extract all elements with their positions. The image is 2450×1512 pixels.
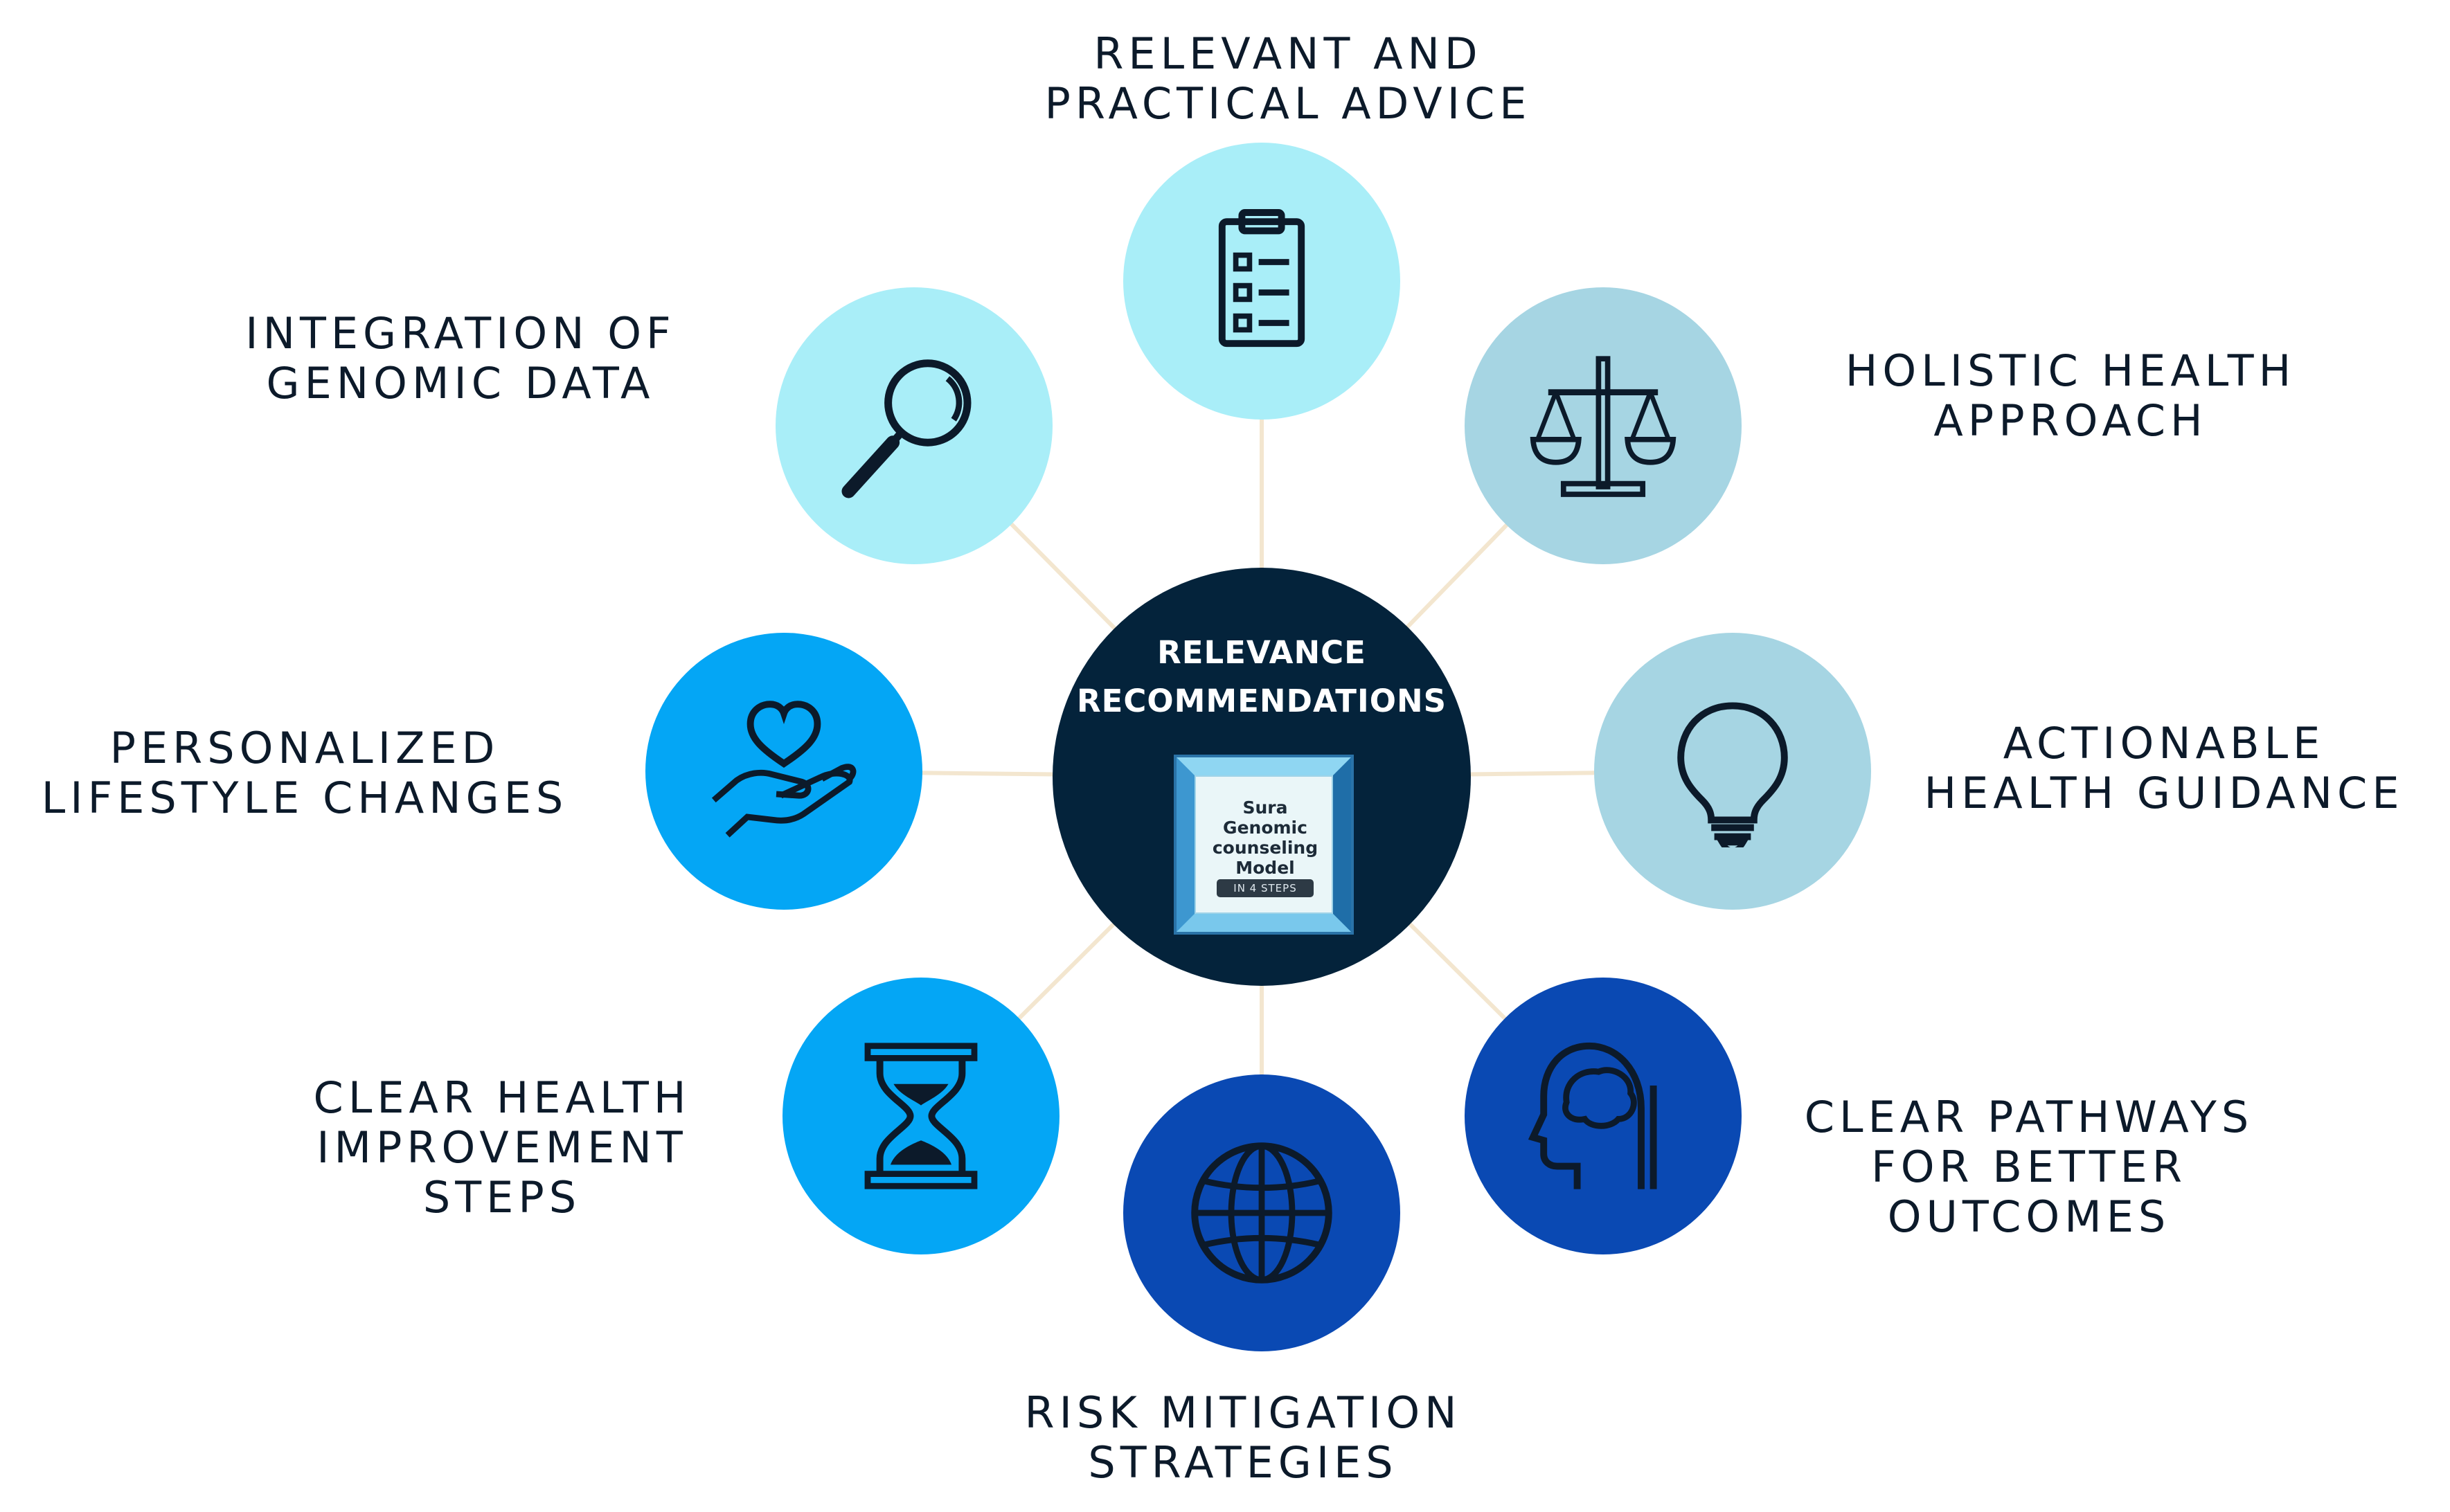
book-line-2: Genomic bbox=[1223, 818, 1307, 838]
label-line: HOLISTIC HEALTH bbox=[1845, 345, 2296, 396]
label-line: PRACTICAL ADVICE bbox=[1044, 78, 1532, 129]
hub-title: RELEVANCE RECOMMENDATIONS bbox=[1053, 629, 1471, 726]
book-line-4: Model bbox=[1235, 858, 1295, 878]
hub-title-line-1: RELEVANCE bbox=[1157, 634, 1366, 671]
node-holistic-health-approach bbox=[1465, 287, 1742, 564]
node-relevant-practical-advice bbox=[1123, 143, 1400, 420]
label-line: ACTIONABLE bbox=[2003, 718, 2325, 768]
balance-scale-icon bbox=[1530, 356, 1676, 497]
node-personalized-lifestyle-changes bbox=[645, 633, 922, 910]
label-line: STRATEGIES bbox=[1088, 1437, 1398, 1488]
node-risk-mitigation-strategies bbox=[1123, 1074, 1400, 1351]
label-line: RELEVANT AND bbox=[1093, 28, 1483, 79]
label-line: IMPROVEMENT bbox=[316, 1122, 688, 1173]
book-line-3: counseling bbox=[1212, 838, 1318, 858]
node-clear-pathways-better-outcomes bbox=[1465, 978, 1742, 1254]
model-book-cover: Sura Genomic counseling Model IN 4 STEPS bbox=[1174, 755, 1354, 935]
label-line: OUTCOMES bbox=[1887, 1191, 2171, 1242]
node-clear-health-improvement-steps bbox=[783, 978, 1059, 1254]
label-line: RISK MITIGATION bbox=[1024, 1387, 1462, 1438]
label-line: FOR BETTER bbox=[1871, 1142, 2187, 1192]
label-line: CLEAR HEALTH bbox=[313, 1072, 691, 1123]
book-bevel-icon bbox=[1177, 757, 1351, 932]
clipboard-checklist-icon bbox=[1218, 209, 1305, 348]
magnifying-glass-icon bbox=[841, 359, 972, 498]
label-line: HEALTH GUIDANCE bbox=[1924, 768, 2404, 818]
hub-circle: RELEVANCE RECOMMENDATIONS Sura Genomic c… bbox=[1053, 568, 1471, 986]
label-line: INTEGRATION OF bbox=[245, 308, 676, 359]
book-line-1: Sura bbox=[1242, 798, 1288, 818]
node-integration-genomic-data bbox=[776, 287, 1053, 564]
label-line: CLEAR PATHWAYS bbox=[1804, 1092, 2254, 1142]
hub-title-line-2: RECOMMENDATIONS bbox=[1076, 683, 1447, 719]
label-line: LIFESTYLE CHANGES bbox=[41, 773, 569, 823]
globe-icon bbox=[1191, 1142, 1332, 1284]
book-inner-panel: Sura Genomic counseling Model IN 4 STEPS bbox=[1195, 775, 1333, 914]
light-bulb-icon bbox=[1677, 702, 1788, 847]
label-line: APPROACH bbox=[1933, 395, 2208, 446]
node-actionable-health-guidance bbox=[1594, 633, 1871, 910]
book-title: Sura Genomic counseling Model bbox=[1196, 798, 1334, 878]
label-line: STEPS bbox=[422, 1172, 582, 1223]
hourglass-icon bbox=[864, 1043, 978, 1189]
book-badge: IN 4 STEPS bbox=[1217, 879, 1314, 897]
label-line: PERSONALIZED bbox=[109, 723, 500, 773]
label-line: GENOMIC DATA bbox=[266, 358, 655, 408]
heart-in-hand-icon bbox=[711, 701, 857, 838]
head-brain-icon bbox=[1528, 1042, 1657, 1189]
